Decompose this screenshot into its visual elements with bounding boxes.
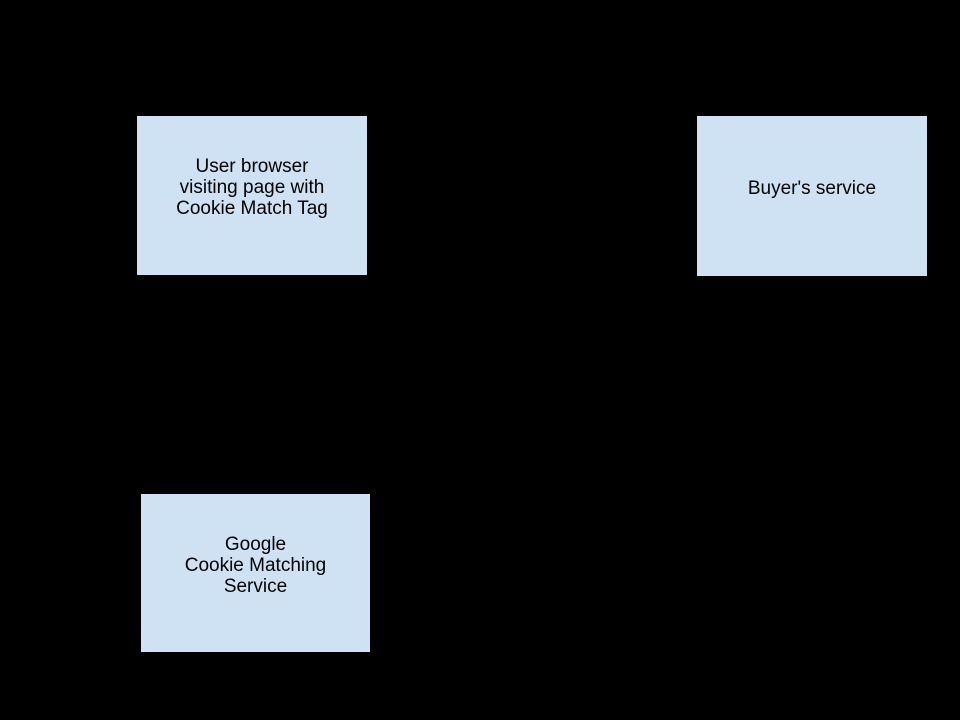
node-user-browser: User browser visiting page with Cookie M…: [136, 115, 368, 276]
node-user-browser-label-line-2: visiting page with: [179, 177, 325, 198]
node-user-browser-label-line-1: User browser: [195, 156, 309, 177]
node-google-cookie-matching-service: Google Cookie Matching Service: [140, 493, 371, 653]
node-google-cms-label-line-1: Google: [224, 533, 287, 555]
node-google-cms-label-line-2: Cookie Matching: [184, 554, 327, 576]
node-buyers-service: Buyer's service: [696, 115, 928, 277]
node-user-browser-label-line-3: Cookie Match Tag: [176, 198, 328, 219]
node-buyers-service-label: Buyer's service: [747, 177, 877, 199]
node-google-cms-label-line-3: Service: [223, 575, 288, 597]
